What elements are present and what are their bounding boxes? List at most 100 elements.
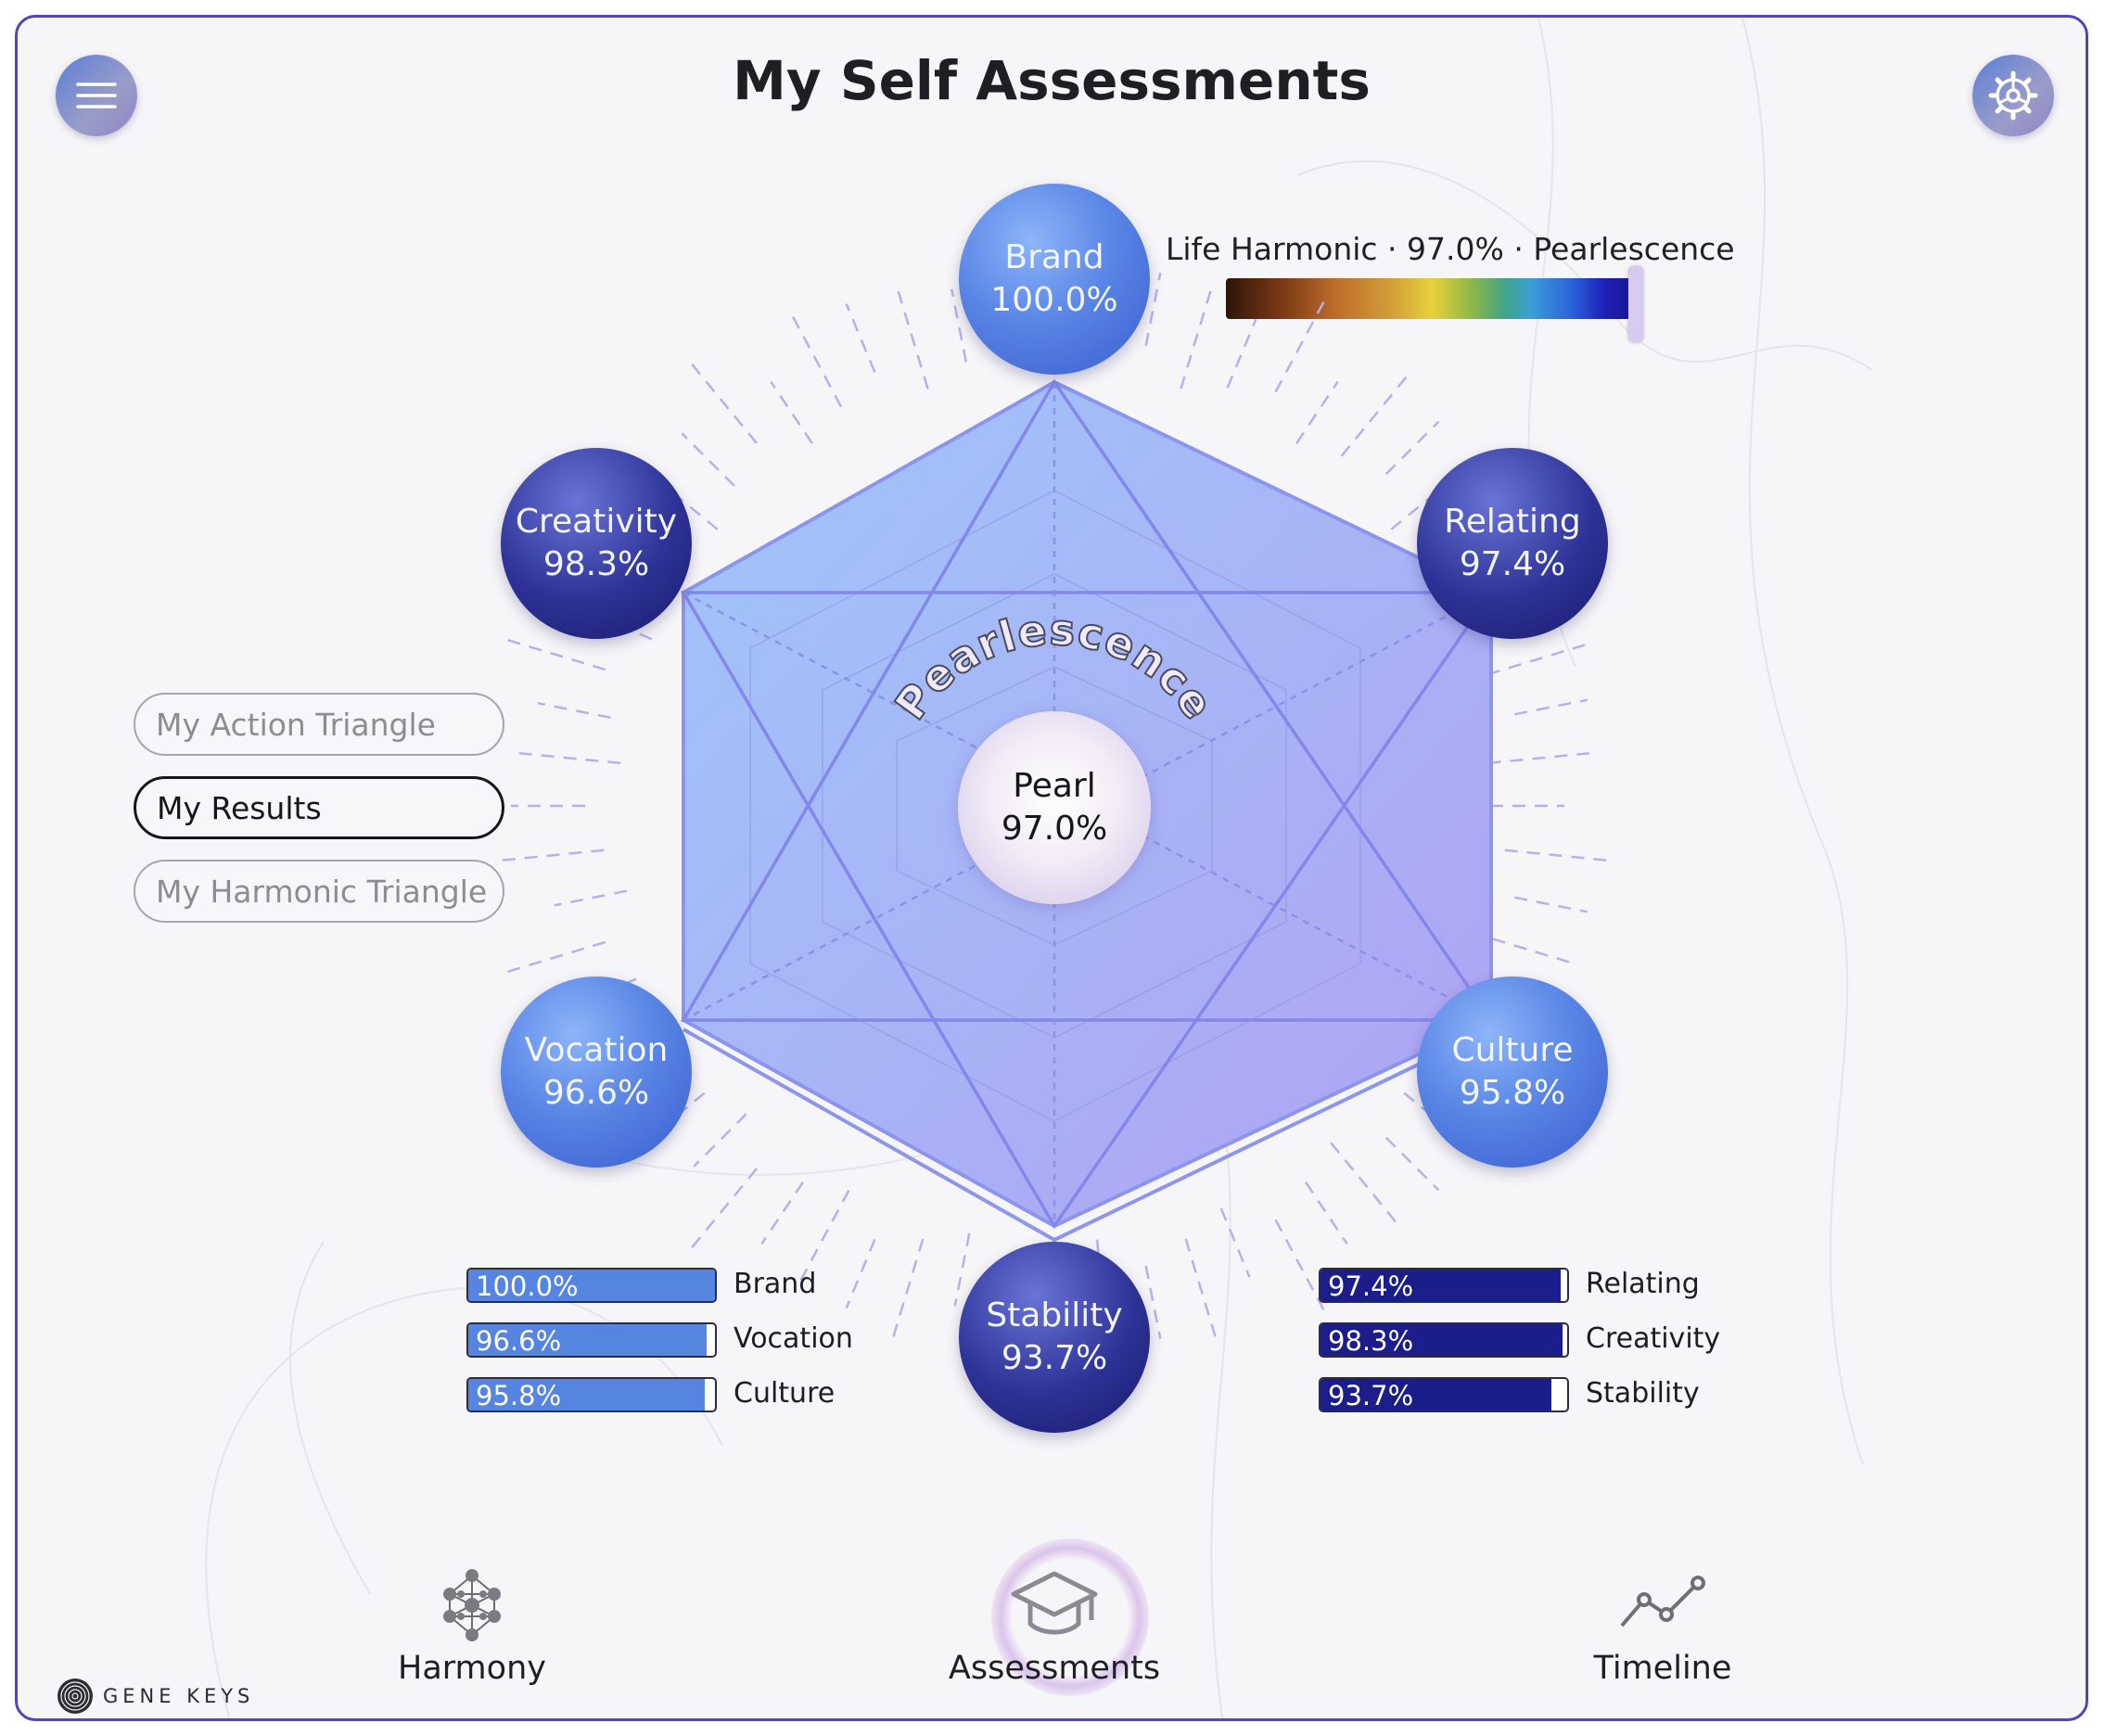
sunburst-ray	[691, 1168, 758, 1248]
bar-name: Culture	[734, 1377, 836, 1410]
assessments-active-glow	[991, 1538, 1149, 1696]
sunburst-ray	[892, 1238, 925, 1337]
toggle-action-triangle[interactable]: My Action Triangle	[134, 693, 504, 756]
sunburst-ray	[1295, 381, 1339, 444]
sphere-name: Brand	[1004, 238, 1104, 276]
sunburst-ray	[1144, 1266, 1162, 1339]
bar-fill	[1320, 1270, 1562, 1301]
toggle-my-results[interactable]: My Results	[134, 776, 504, 839]
sunburst-ray	[554, 889, 628, 907]
sphere-value: 95.8%	[1459, 1074, 1566, 1112]
sunburst-ray	[1514, 896, 1588, 913]
sunburst-ray	[1219, 1207, 1251, 1278]
right-bar-relating: 97.4% Relating	[1319, 1268, 1745, 1307]
sphere-value: 93.7%	[1001, 1339, 1108, 1377]
bar-value: 100.0%	[476, 1270, 579, 1302]
sunburst-ray	[897, 290, 929, 389]
sunburst-ray	[518, 751, 621, 765]
bar-fill	[468, 1379, 705, 1410]
bar-value: 97.4%	[1328, 1270, 1414, 1302]
app-window: My Self Assessments	[15, 15, 2088, 1721]
score-outline	[683, 1028, 1492, 1243]
sunburst-ray	[1384, 420, 1440, 476]
sphere-creativity[interactable]: Creativity 98.3%	[501, 448, 692, 639]
left-bar-brand: 100.0% Brand	[466, 1268, 893, 1307]
life-harmonic-gradient	[1226, 278, 1638, 319]
life-harmonic-label: Life Harmonic · 97.0% · Pearlescence	[1166, 231, 1735, 267]
line-chart-icon	[1620, 1576, 1705, 1628]
sphere-name: Culture	[1451, 1031, 1574, 1069]
sunburst-ray	[845, 1239, 876, 1308]
sunburst-ray	[1504, 849, 1607, 862]
sunburst-ray	[1274, 1219, 1325, 1310]
sphere-name: Vocation	[524, 1031, 669, 1069]
sunburst-ray	[770, 381, 813, 444]
sunburst-ray	[1486, 644, 1586, 676]
bar-fill	[1320, 1379, 1552, 1410]
left-bar-culture: 95.8% Culture	[466, 1377, 893, 1416]
menu-button[interactable]	[56, 55, 137, 136]
bar-name: Brand	[734, 1268, 817, 1300]
logo-text: GENE KEYS	[103, 1685, 255, 1707]
bar-track: 98.3%	[1319, 1322, 1569, 1358]
bar-value: 96.6%	[476, 1325, 562, 1357]
sunburst-ray	[691, 364, 758, 444]
center-pearl-orb[interactable]: Pearl 97.0%	[958, 711, 1151, 904]
bar-name: Stability	[1586, 1377, 1700, 1410]
bar-value: 95.8%	[476, 1380, 562, 1411]
sphere-value: 96.6%	[542, 1074, 650, 1112]
sphere-name: Relating	[1444, 503, 1581, 541]
bar-fill	[468, 1324, 707, 1356]
page-title: My Self Assessments	[733, 49, 1371, 112]
star-of-david	[680, 378, 1495, 1230]
bar-track: 95.8%	[466, 1377, 717, 1412]
bar-fill	[1320, 1324, 1563, 1356]
sunburst-ray	[1144, 273, 1162, 346]
sunburst-ray	[953, 1232, 971, 1307]
sunburst-ray	[1514, 698, 1588, 716]
nav-label: Harmony	[398, 1650, 546, 1687]
network-icon	[443, 1569, 501, 1641]
gene-keys-logo-icon	[57, 1679, 93, 1714]
bar-name: Vocation	[734, 1322, 853, 1355]
sunburst-ray	[1180, 290, 1212, 389]
sphere-name: Creativity	[515, 503, 678, 541]
nav-harmony[interactable]: Harmony	[389, 1568, 555, 1687]
sphere-name: Stability	[986, 1296, 1123, 1334]
sunburst-ray	[693, 1113, 747, 1168]
life-harmonic-marker	[1628, 266, 1643, 342]
sunburst-ray	[845, 303, 876, 373]
settings-button[interactable]	[1972, 55, 2054, 136]
center-name: Pearl	[1013, 767, 1096, 805]
bar-track: 96.6%	[466, 1322, 717, 1358]
nav-label: Timeline	[1593, 1650, 1732, 1687]
sphere-value: 98.3%	[542, 545, 650, 583]
sunburst-ray	[760, 1181, 804, 1245]
sunburst-ray	[507, 639, 606, 671]
center-value: 97.0%	[1001, 810, 1108, 848]
bar-track: 100.0%	[466, 1268, 717, 1303]
sunburst-ray	[1471, 931, 1570, 964]
sunburst-ray	[502, 849, 605, 862]
sphere-culture[interactable]: Culture 95.8%	[1417, 976, 1608, 1168]
sunburst-ray	[1226, 318, 1257, 389]
bar-value: 93.7%	[1328, 1380, 1414, 1411]
toggle-harmonic-triangle[interactable]: My Harmonic Triangle	[134, 860, 504, 923]
sphere-value: 100.0%	[990, 281, 1118, 319]
nav-assessments[interactable]: Assessments	[949, 1568, 1160, 1687]
sunburst-ray	[507, 940, 606, 973]
sunburst-ray	[1330, 1142, 1397, 1223]
nav-timeline[interactable]: Timeline	[1579, 1568, 1746, 1687]
gene-keys-logo: GENE KEYS	[57, 1678, 254, 1715]
sunburst-ray	[681, 432, 735, 487]
sphere-relating[interactable]: Relating 97.4%	[1417, 448, 1608, 639]
right-bar-stability: 93.7% Stability	[1319, 1377, 1745, 1416]
sphere-value: 97.4%	[1459, 545, 1566, 583]
bar-track: 93.7%	[1319, 1377, 1569, 1412]
bar-name: Relating	[1586, 1268, 1700, 1300]
sphere-vocation[interactable]: Vocation 96.6%	[501, 976, 692, 1168]
sphere-stability[interactable]: Stability 93.7%	[959, 1242, 1150, 1433]
sphere-brand[interactable]: Brand 100.0%	[959, 184, 1150, 375]
sunburst-ray	[1340, 376, 1408, 457]
left-bar-vocation: 96.6% Vocation	[466, 1322, 893, 1361]
